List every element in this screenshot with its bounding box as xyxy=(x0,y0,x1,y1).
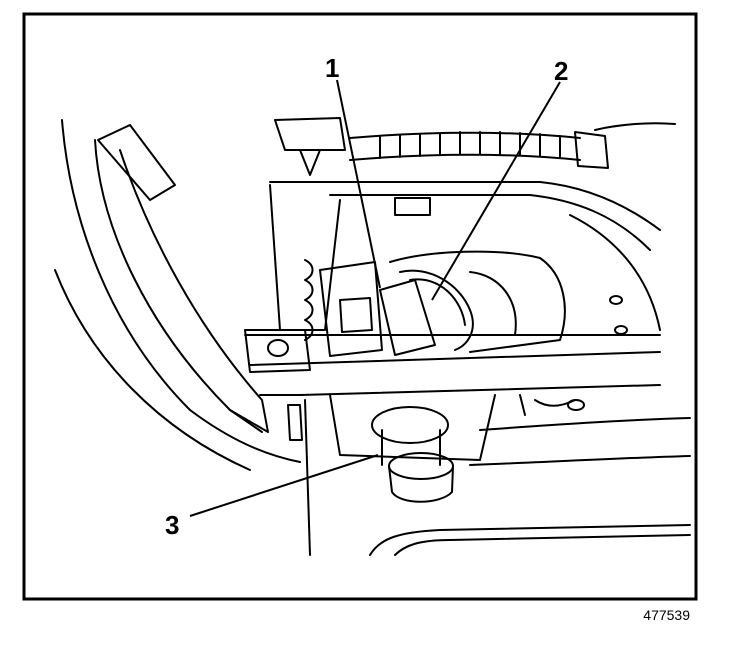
crossmember-bracket xyxy=(244,329,311,373)
lower-tab xyxy=(287,404,303,441)
panel-recess xyxy=(97,124,176,201)
body-panel-edge xyxy=(54,269,251,471)
leader-line-1 xyxy=(336,79,381,289)
knob-stem xyxy=(381,429,441,466)
crossmember-base xyxy=(259,384,661,396)
conduit-ribs xyxy=(379,131,561,159)
upper-bracket-clip xyxy=(299,149,321,176)
callout-label-1: 1 xyxy=(325,53,339,83)
upper-bracket xyxy=(274,117,346,151)
frame-rail-top xyxy=(269,181,661,231)
leader-line-2 xyxy=(431,81,561,301)
bracket-bolt xyxy=(267,339,289,357)
connector-housing xyxy=(269,184,341,331)
right-panel-holes xyxy=(609,295,628,335)
wire-conduit-lower xyxy=(349,153,581,161)
right-lower-rail xyxy=(479,417,691,431)
leader-lines xyxy=(189,79,561,517)
body-panel-outer xyxy=(61,119,301,463)
panel-fold xyxy=(119,149,269,433)
frame-rail-second xyxy=(329,194,651,251)
right-lower-rail-2 xyxy=(469,455,691,466)
figure-border xyxy=(22,12,698,601)
right-lower-clip xyxy=(519,394,576,416)
leader-line-3 xyxy=(189,454,379,517)
figure-reference-number: 477539 xyxy=(643,607,690,623)
right-lower-hole xyxy=(567,399,585,411)
connector-2-wire-b xyxy=(409,278,466,326)
motor-housing-inner xyxy=(469,271,517,336)
connector-2-wire xyxy=(399,269,474,351)
callout-label-3: 3 xyxy=(165,510,179,540)
conduit-end-connector xyxy=(574,131,609,169)
component-line-art xyxy=(54,117,691,556)
wire-conduit-upper xyxy=(349,131,581,139)
crossmember-lower xyxy=(249,351,661,366)
frame-tab xyxy=(394,197,431,216)
lower-housing xyxy=(329,394,496,461)
callout-label-2: 2 xyxy=(554,56,568,86)
connector-spring xyxy=(304,259,314,341)
connector-2-body xyxy=(379,279,436,356)
connector-body xyxy=(319,261,383,357)
conduit-top-cover xyxy=(594,122,676,131)
bottom-tray-inner xyxy=(394,534,691,556)
bottom-tray xyxy=(369,524,691,556)
right-panel xyxy=(569,214,661,331)
knob-cap-side xyxy=(388,465,454,503)
motor-housing xyxy=(389,250,566,353)
body-panel-inner xyxy=(94,139,263,433)
knob-flange xyxy=(371,406,449,444)
connector-latch xyxy=(339,297,373,333)
